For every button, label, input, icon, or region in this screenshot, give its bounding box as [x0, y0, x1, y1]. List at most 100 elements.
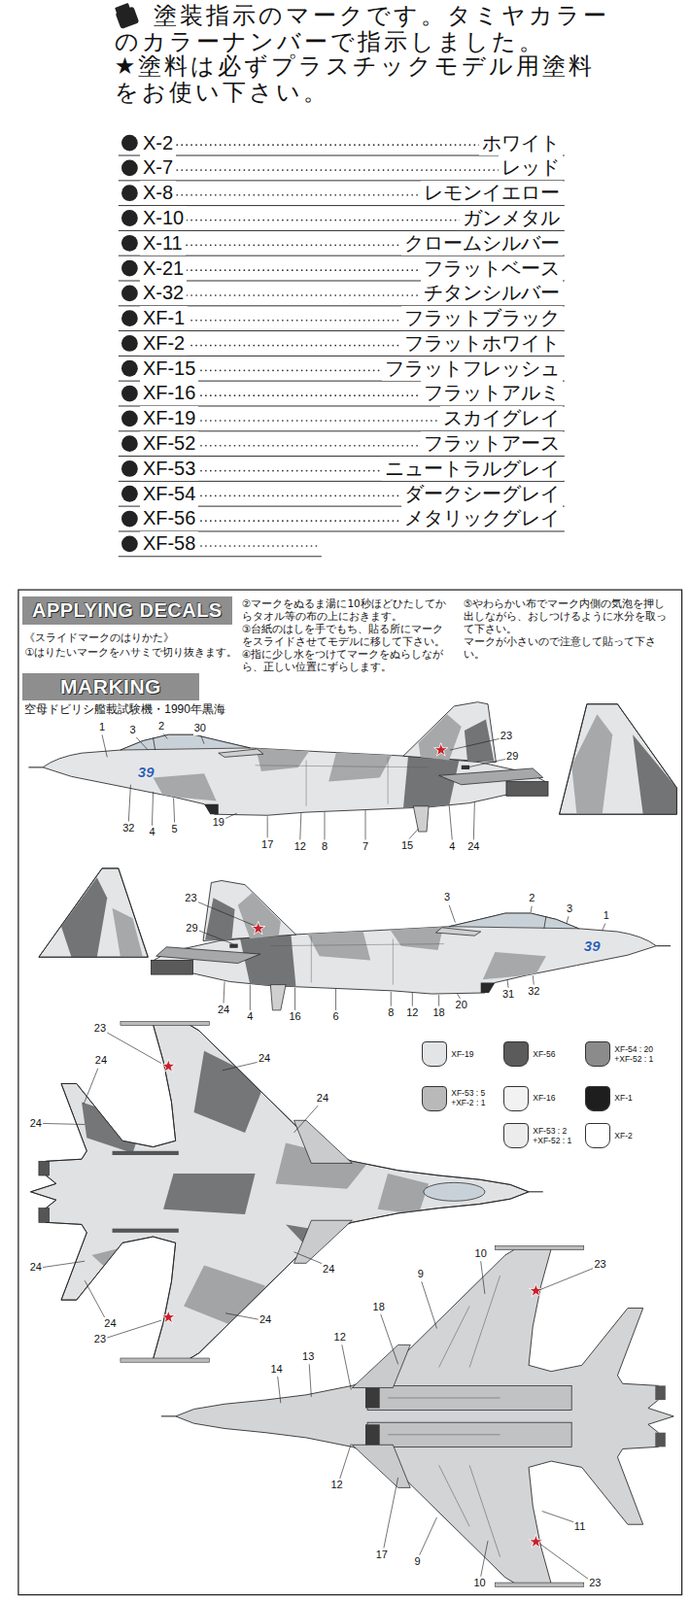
callout-number: 11 [573, 1520, 587, 1535]
paint-icon [114, 2, 131, 14]
bullet [121, 435, 138, 452]
paint-code: XF-2 [139, 331, 188, 356]
callout-number: 24 [94, 1054, 108, 1069]
bullet [121, 385, 138, 403]
paint-name: クロームシルバー [401, 231, 563, 256]
callout-number: 32 [121, 822, 136, 836]
paint-name: フラットブラック [401, 306, 563, 331]
canard [351, 1445, 411, 1488]
bullet [121, 235, 138, 252]
callout-number: 4 [245, 1010, 254, 1025]
fin-top [112, 1229, 179, 1234]
side-number: 39 [138, 763, 155, 783]
bullet [121, 360, 138, 378]
title-banner: APPLYING DECALS [22, 596, 233, 625]
callout-number: 12 [333, 1331, 347, 1346]
panel-line [387, 1276, 501, 1558]
paint-swatch [421, 1086, 448, 1112]
banner-text: APPLYING DECALS [32, 599, 223, 622]
pitot-tube [528, 1191, 544, 1193]
decal-step: ⑤やわらかい布でマーク内側の気泡を押し出しながら、おしつけるように水分を取って下… [463, 597, 676, 636]
canard [293, 1220, 352, 1264]
paint-name: レモンイエロー [420, 180, 563, 206]
decal-step: ①はりたいマークをハサミで切り抜きます。 [24, 646, 238, 660]
scheme-caption: 空母ドビリシ艦載試験機・1990年黒海 [24, 702, 226, 718]
callout-number: 32 [526, 985, 541, 1000]
paint-swatch [503, 1041, 529, 1068]
callout-number: 24 [103, 1317, 117, 1332]
paint-name: フラットアルミ [420, 380, 563, 406]
paint-code: XF-56 [139, 506, 199, 531]
paint-name: ニュートラルグレイ [381, 456, 563, 482]
callout-number: 24 [216, 1003, 231, 1018]
callout-number: 29 [505, 750, 519, 764]
side-number: 39 [584, 937, 601, 957]
camouflage [81, 1051, 429, 1328]
callout-number: 18 [372, 1301, 386, 1315]
bullet [121, 335, 138, 352]
intake [365, 1387, 380, 1409]
callout-number: 23 [592, 1258, 607, 1273]
paint-swatch [503, 1086, 529, 1112]
title-banner: MARKING [22, 673, 200, 701]
banner-text: MARKING [60, 675, 162, 699]
table-rule [118, 155, 565, 557]
callout-number: 9 [416, 1268, 425, 1282]
bullet [121, 485, 138, 503]
paint-code: X-10 [139, 206, 187, 231]
paint-mix-label: XF-16 [532, 1093, 575, 1104]
paint-code: X-7 [139, 155, 176, 180]
callout-number: 3 [443, 891, 451, 905]
callout-number: 2 [157, 720, 166, 734]
callout-number: 24 [466, 840, 481, 855]
paint-name: レッド [498, 155, 563, 180]
camo-patch [183, 1265, 266, 1327]
decal-step: マークが小さいので注意して貼って下さい。 [463, 635, 676, 661]
instruction-text: ★塗料は必ずプラスチックモデル用塗料をお使い下さい。 [114, 53, 621, 106]
bullet [121, 260, 138, 277]
paint-code: XF-52 [139, 431, 199, 456]
paint-code: XF-16 [139, 380, 199, 406]
nozzle [655, 1433, 666, 1449]
paint-name: フラットフレッシュ [381, 356, 563, 381]
fin-outline [38, 868, 148, 958]
callout-number: 7 [361, 840, 370, 855]
paint-swatch [421, 1041, 448, 1068]
paint-code: XF-58 [139, 531, 199, 556]
callout-number: 23 [93, 1333, 107, 1347]
wingtip-rail [120, 1021, 209, 1026]
paint-name: フラットアース [420, 431, 563, 456]
leader-line [42, 733, 606, 1581]
paint-mix-label: XF-19 [450, 1049, 493, 1060]
canopy [423, 1182, 485, 1202]
plan-bottom [175, 1249, 675, 1585]
paint-code: XF-54 [139, 482, 199, 507]
paint-name: チタンシルバー [420, 280, 563, 306]
intake [365, 1424, 380, 1446]
paint-mix-label: XF-53 : 5 +XF-2 : 1 [450, 1088, 493, 1108]
callout-number: 10 [474, 1247, 488, 1262]
paint-swatch [585, 1086, 611, 1112]
camo-patch [112, 908, 144, 958]
callout-number: 14 [270, 1363, 284, 1378]
paint-mix-label: XF-54 : 20 +XF-52 : 1 [614, 1044, 656, 1065]
bullet [121, 160, 138, 177]
plan-bottom-view [161, 1245, 674, 1587]
callout-number: 12 [293, 840, 308, 855]
callout-number: 8 [320, 840, 329, 855]
paint-swatch [585, 1041, 611, 1068]
paint-code: X-2 [139, 131, 176, 156]
callout-number: 24 [257, 1052, 272, 1067]
callout-number: 8 [386, 1006, 395, 1021]
callout-number: 24 [258, 1313, 273, 1328]
fin-top [112, 1151, 179, 1156]
callout-number: 10 [473, 1577, 487, 1591]
text-columns: ②マークをぬるま湯に10秒ほどひたしてからタオル等の布の上におきます。③台紙のは… [241, 597, 676, 674]
paint-swatch [503, 1123, 529, 1149]
paint-code: X-11 [139, 231, 186, 256]
callout-number: 4 [147, 826, 156, 840]
canard [293, 1120, 352, 1164]
nozzle [655, 1385, 666, 1401]
bullet [121, 410, 138, 427]
